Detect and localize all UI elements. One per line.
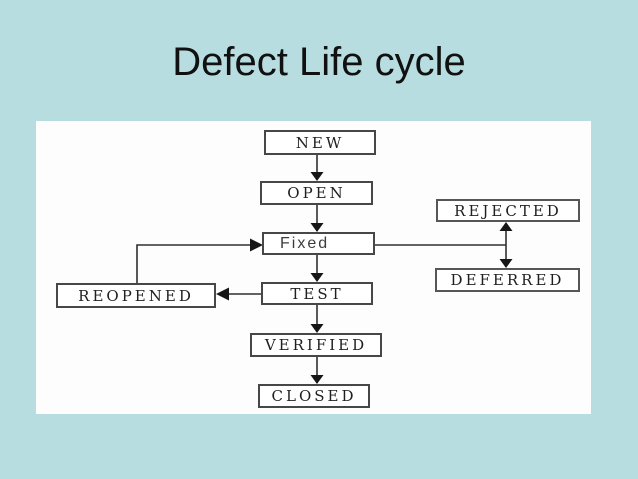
node-closed: CLOSED xyxy=(258,384,370,408)
arrow-test-verified xyxy=(310,305,324,333)
diagram-panel: NEW OPEN Fixed TEST VERIFIED CLOSED REOP… xyxy=(36,121,591,414)
arrow-open-fixed xyxy=(310,205,324,232)
node-new: NEW xyxy=(264,130,376,155)
node-verified: VERIFIED xyxy=(250,333,382,357)
arrow-verified-closed xyxy=(310,357,324,384)
node-open: OPEN xyxy=(260,181,373,205)
flow-connectors xyxy=(136,155,513,384)
node-test: TEST xyxy=(261,282,373,305)
arrow-reopened-fixed xyxy=(136,238,263,283)
arrow-test-reopened xyxy=(216,287,261,301)
arrow-fixed-test xyxy=(310,255,324,282)
arrow-rejected-deferred xyxy=(499,222,513,268)
node-rejected: REJECTED xyxy=(436,199,580,222)
node-reopened: REOPENED xyxy=(56,283,216,308)
node-deferred: DEFERRED xyxy=(435,268,580,292)
arrow-new-open xyxy=(310,155,324,181)
slide-title: Defect Life cycle xyxy=(172,40,466,84)
node-fixed: Fixed xyxy=(262,232,375,255)
